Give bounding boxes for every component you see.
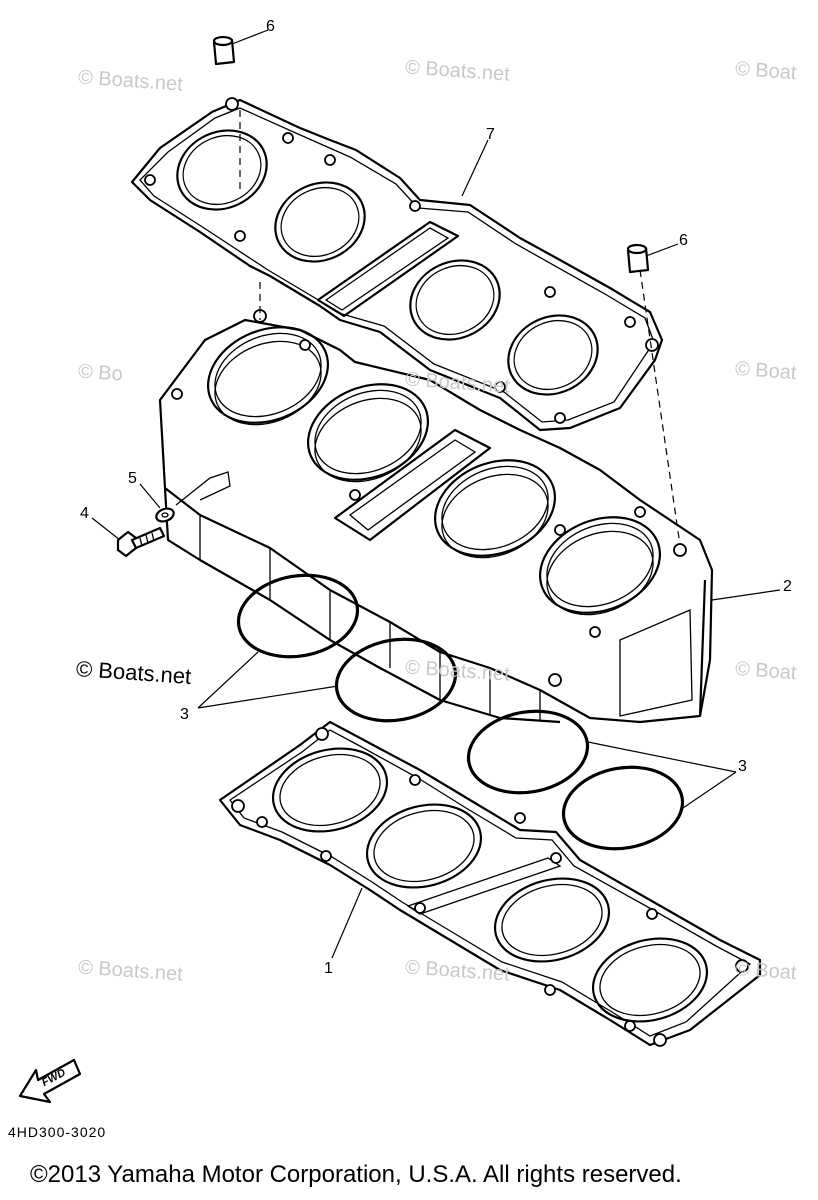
washer-part-5 (155, 507, 175, 523)
watermark: © Boat (734, 657, 798, 685)
leader-line (331, 887, 363, 959)
callout-5: 5 (128, 470, 137, 487)
callout-2: 2 (783, 578, 792, 595)
leader-line (197, 651, 339, 709)
copyright-notice: ©2013 Yamaha Motor Corporation, U.S.A. A… (30, 1161, 682, 1188)
callout-3: 3 (180, 706, 189, 723)
leader-line (231, 29, 269, 45)
callout-3: 3 (738, 758, 747, 775)
callout-4: 4 (80, 505, 89, 522)
callout-7: 7 (486, 126, 495, 143)
o-ring-part-3-b (334, 637, 458, 723)
callout-1: 1 (324, 960, 333, 977)
dowel-pin-part-6-upper (212, 35, 236, 66)
dowel-pin-part-6-right (626, 243, 650, 274)
oil-fitting (175, 471, 231, 506)
leader-line (91, 517, 121, 541)
o-ring-part-3-c (466, 709, 590, 795)
watermark: © Boat (734, 357, 798, 385)
leader-line (139, 483, 161, 509)
o-ring-part-3-d (561, 765, 685, 851)
alignment-line (639, 269, 681, 546)
watermark: © Bo (77, 360, 124, 386)
bolt-part-4 (116, 526, 166, 558)
leader-line (645, 243, 679, 257)
watermark: © Boat (734, 957, 798, 985)
head-gasket-part-7 (130, 97, 664, 432)
fwd-arrow-icon: FWD (18, 1058, 82, 1104)
callout-6: 6 (266, 18, 275, 35)
leader-line (587, 741, 737, 811)
part-code: 4HD300-3020 (8, 1124, 107, 1140)
o-ring-part-3-a (236, 573, 360, 659)
watermark: © Boat (734, 57, 798, 85)
leader-line (711, 589, 781, 601)
cylinder-block-part-2 (158, 318, 714, 724)
base-gasket-part-1 (218, 720, 762, 1047)
leader-line (461, 139, 489, 197)
callout-6: 6 (679, 232, 688, 249)
